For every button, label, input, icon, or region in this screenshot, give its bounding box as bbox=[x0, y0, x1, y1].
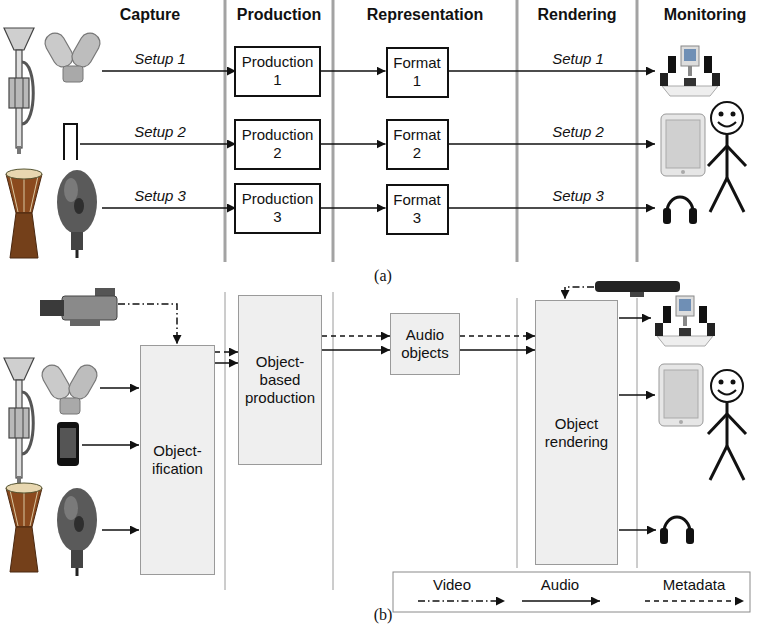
audio-sample bbox=[522, 600, 600, 602]
microphone-icon bbox=[41, 29, 103, 82]
audio-arrow bbox=[460, 349, 535, 351]
trumpet-icon bbox=[4, 28, 34, 154]
process-box: Object- ification bbox=[140, 345, 215, 575]
column-heading: Rendering bbox=[537, 6, 616, 24]
trumpet-icon bbox=[4, 358, 34, 484]
column-separator bbox=[225, 292, 637, 590]
node-text: Format 1 bbox=[392, 54, 443, 90]
format-box: Format 3 bbox=[386, 184, 449, 235]
headphones-icon bbox=[660, 517, 694, 544]
setup-label: Setup 2 bbox=[134, 123, 186, 140]
process-box: Object- based production bbox=[238, 295, 322, 465]
panel-label: (b) bbox=[374, 606, 393, 624]
metadata-arrow bbox=[322, 335, 390, 337]
drum-icon bbox=[6, 169, 42, 258]
video-camera-icon bbox=[40, 288, 117, 326]
video-arrow bbox=[118, 287, 594, 344]
metadata-sample bbox=[645, 600, 744, 602]
dummy-head-icon bbox=[57, 170, 97, 258]
setup-label: Setup 3 bbox=[134, 187, 186, 204]
data-box: Audio objects bbox=[390, 313, 460, 375]
setup-label: Setup 1 bbox=[134, 50, 186, 67]
smartphone-icon bbox=[57, 422, 79, 466]
format-box: Format 2 bbox=[386, 119, 449, 170]
video-sample bbox=[418, 600, 505, 602]
microphone-icon bbox=[64, 124, 77, 160]
tablet-icon bbox=[659, 364, 703, 426]
node-text: Format 3 bbox=[392, 191, 443, 227]
tablet-icon bbox=[661, 114, 705, 176]
audio-arrow bbox=[321, 143, 386, 145]
node-text: Audio objects bbox=[395, 326, 455, 362]
setup-label: Setup 1 bbox=[552, 50, 604, 67]
metadata-arrow bbox=[215, 351, 238, 353]
node-text: Object- ification bbox=[145, 442, 210, 478]
legend-frame bbox=[393, 572, 750, 612]
speaker-system-icon bbox=[660, 46, 720, 96]
node-text: Object- based production bbox=[243, 353, 317, 407]
listener-figure bbox=[708, 370, 746, 480]
depth-camera-icon bbox=[595, 281, 680, 297]
process-box: Object rendering bbox=[535, 300, 618, 565]
node-text: Object rendering bbox=[540, 415, 613, 451]
legend-text: Audio bbox=[541, 576, 579, 593]
legend-text: Metadata bbox=[663, 576, 726, 593]
audio-arrow bbox=[322, 349, 390, 351]
format-box: Format 1 bbox=[386, 47, 449, 98]
microphone-icon bbox=[38, 361, 100, 414]
signal-arrow bbox=[80, 71, 655, 208]
headphones-icon bbox=[663, 197, 697, 224]
legend-text: Video bbox=[433, 576, 471, 593]
audio-arrow bbox=[321, 207, 386, 209]
audio-arrow bbox=[321, 70, 386, 72]
drum-icon bbox=[6, 483, 42, 572]
column-heading: Monitoring bbox=[664, 6, 747, 24]
production-box: Production 3 bbox=[234, 183, 321, 234]
setup-label: Setup 3 bbox=[552, 187, 604, 204]
production-box: Production 2 bbox=[234, 119, 321, 170]
production-box: Production 1 bbox=[234, 46, 321, 97]
node-text: Format 2 bbox=[392, 126, 443, 162]
node-text: Production 2 bbox=[240, 126, 315, 162]
listener-figure bbox=[708, 102, 746, 212]
audio-arrow bbox=[215, 362, 238, 364]
column-heading: Capture bbox=[120, 6, 180, 24]
speaker-system-icon bbox=[655, 296, 715, 346]
metadata-arrow bbox=[460, 335, 535, 337]
node-text: Production 3 bbox=[240, 190, 315, 226]
column-separator bbox=[225, 0, 637, 262]
setup-label: Setup 2 bbox=[552, 123, 604, 140]
node-text: Production 1 bbox=[240, 53, 315, 89]
panel-label: (a) bbox=[374, 267, 392, 285]
column-heading: Representation bbox=[367, 6, 483, 24]
column-heading: Production bbox=[237, 6, 321, 24]
dummy-head-icon bbox=[57, 488, 97, 576]
